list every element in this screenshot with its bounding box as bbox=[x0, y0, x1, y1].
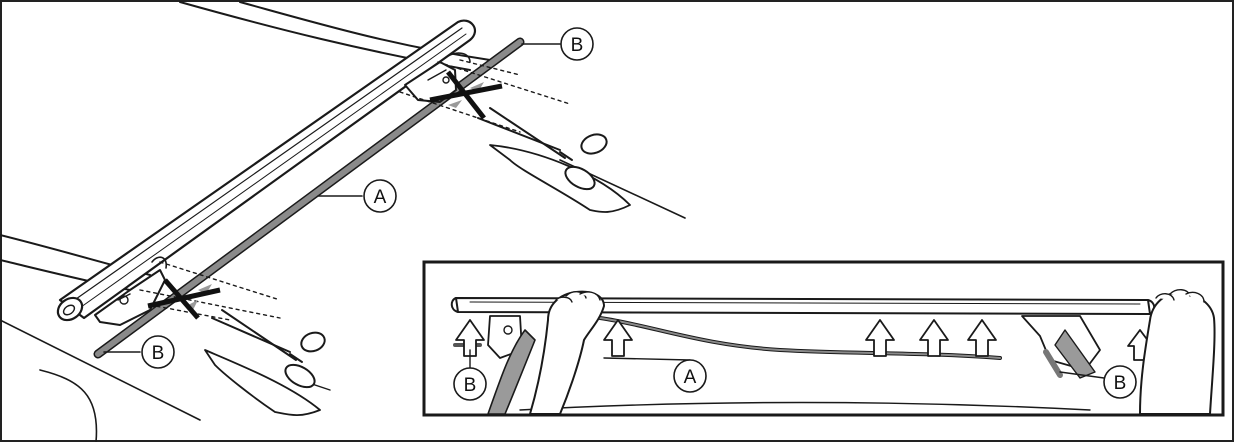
inset-callout-a: A bbox=[673, 359, 707, 393]
main-scene bbox=[0, 1, 686, 442]
roof-bar-highlight bbox=[65, 27, 463, 307]
inset-leader-b-right bbox=[1059, 371, 1105, 379]
roof-bar-end-cap bbox=[56, 296, 84, 322]
inset-callout-a-label: A bbox=[684, 367, 697, 388]
cut-tab-top-1 bbox=[448, 100, 462, 108]
callout-a-main: A bbox=[363, 179, 397, 213]
callout-b-bottom-label: B bbox=[152, 343, 165, 364]
roof-bar-end-hole bbox=[62, 304, 76, 316]
foot-bracket-bottom bbox=[94, 256, 168, 326]
inset-callout-b-right-label: B bbox=[1114, 373, 1127, 394]
inset-roof-curve bbox=[519, 401, 1091, 411]
inset-callout-b-right: B bbox=[1103, 365, 1137, 399]
guide-lines-bottom bbox=[139, 261, 281, 321]
x-mark-top-icon bbox=[429, 70, 503, 120]
callout-a-main-label: A bbox=[374, 187, 387, 208]
inset-arm-left bbox=[487, 329, 536, 415]
up-arrow-icon bbox=[865, 319, 895, 357]
scissors-top-icon bbox=[477, 107, 608, 191]
car-body-line-1 bbox=[0, 319, 201, 421]
inset-hand-left bbox=[529, 290, 605, 415]
callout-b-bottom: B bbox=[141, 335, 175, 369]
x-mark-bottom-icon bbox=[147, 278, 221, 320]
scissors-bottom-icon bbox=[211, 309, 326, 389]
roof-bar-highlight-2 bbox=[73, 33, 467, 313]
callout-b-top: B bbox=[560, 27, 594, 61]
up-arrow-icon bbox=[603, 319, 633, 357]
mirror-shape-top bbox=[489, 144, 631, 213]
callout-b-top-label: B bbox=[571, 35, 584, 56]
up-arrow-icon bbox=[455, 319, 485, 357]
inset-hand-right bbox=[1139, 289, 1216, 415]
inset-panel: B A B bbox=[422, 260, 1225, 417]
inset-callout-b-left-label: B bbox=[464, 375, 477, 396]
up-arrow-icon bbox=[967, 319, 997, 357]
car-body-line-2 bbox=[39, 369, 98, 442]
inset-bracket-right bbox=[1021, 315, 1101, 379]
inset-leader-a bbox=[603, 357, 691, 361]
inset-callout-b-left: B bbox=[453, 367, 487, 401]
cut-tab-bottom-2 bbox=[198, 284, 212, 294]
mirror-shape-bottom bbox=[204, 349, 321, 417]
roof-bar-body bbox=[58, 19, 476, 320]
guide-lines-top bbox=[399, 59, 571, 133]
inset-bar-end-left bbox=[450, 297, 459, 313]
up-arrow-icon bbox=[919, 319, 949, 357]
